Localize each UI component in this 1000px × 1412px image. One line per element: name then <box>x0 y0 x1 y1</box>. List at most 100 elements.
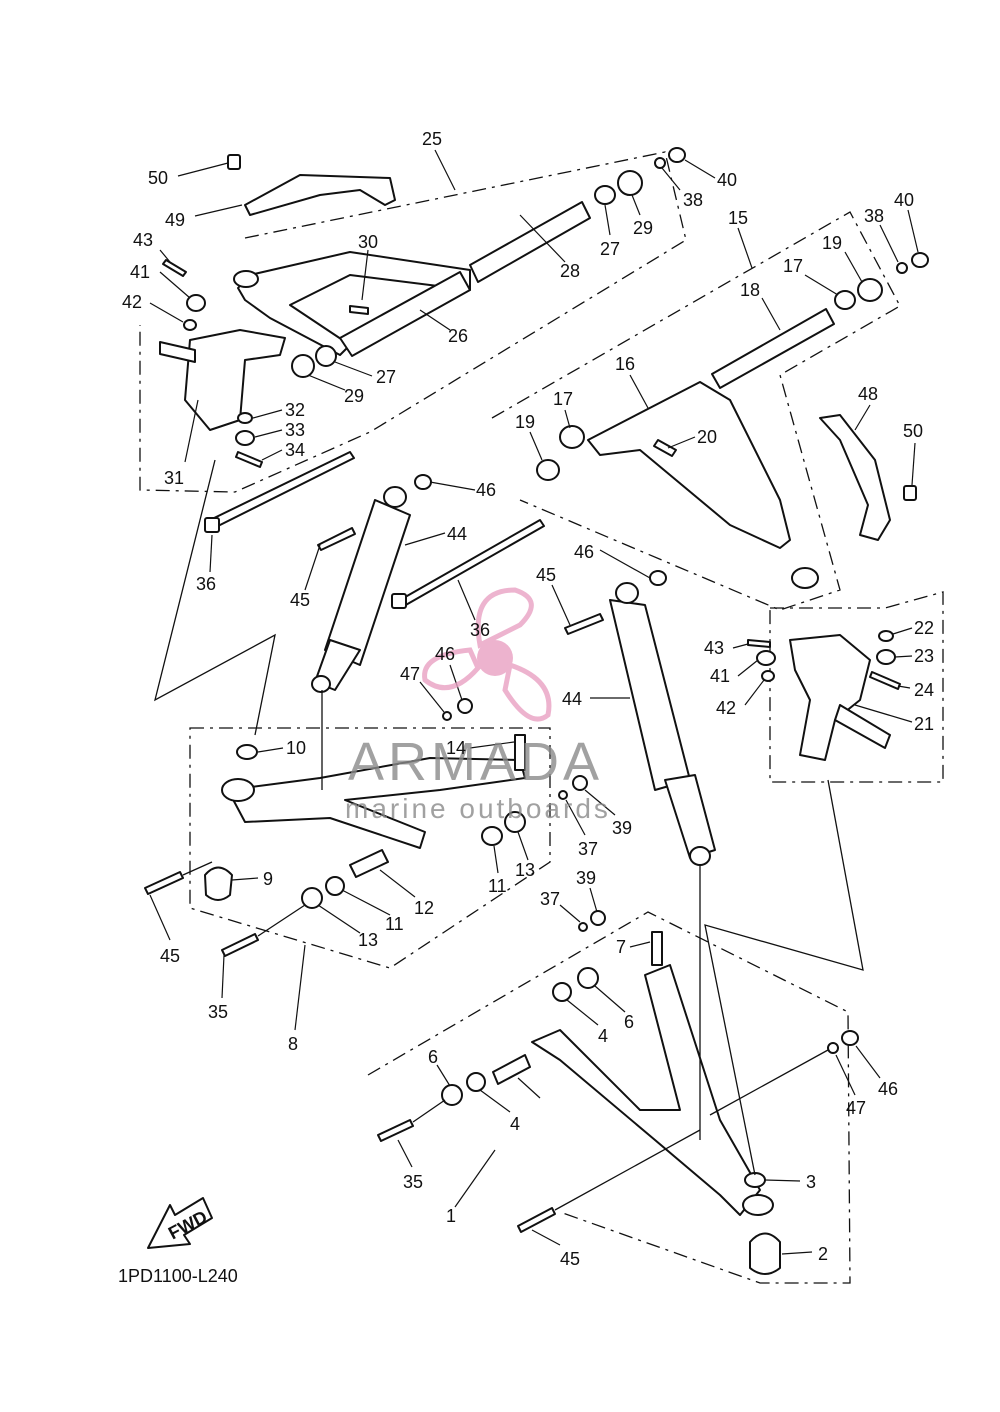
leader-29-top <box>631 194 641 216</box>
part-label: 35 <box>403 1172 423 1192</box>
brake-hose-bracket-left <box>227 154 396 216</box>
part-label: 45 <box>560 1249 580 1269</box>
shock-absorber-right <box>564 570 716 866</box>
guide-line-bolt-47 <box>709 1049 829 1116</box>
leader-46-top <box>429 481 476 491</box>
guide-line-left-knuckle <box>154 459 276 736</box>
part-label: 46 <box>435 644 455 664</box>
part-label: 29 <box>344 386 364 406</box>
leader-32 <box>252 409 283 419</box>
bolt-36-right-head <box>391 593 407 609</box>
leader-13-right <box>517 831 529 861</box>
bushing-29-top <box>617 170 643 196</box>
part-label: 38 <box>683 190 703 210</box>
knuckle-left <box>159 259 286 468</box>
collar-12 <box>349 849 389 878</box>
bushing-17-left <box>559 425 585 449</box>
leader-1 <box>454 1149 496 1208</box>
nut-46-shock-left <box>414 474 432 490</box>
part-label: 41 <box>130 262 150 282</box>
part-label: 17 <box>783 256 803 276</box>
cotter-pin-43-left <box>162 259 187 277</box>
nut-40-right <box>911 252 929 268</box>
leader-37-low <box>559 904 581 923</box>
part-label: 13 <box>515 860 535 880</box>
part-label: 11 <box>385 914 404 934</box>
leader-5 <box>517 1077 541 1099</box>
leader-36-right <box>457 579 476 621</box>
lower-arm-eye-left <box>221 778 255 802</box>
nut-39-mid <box>572 775 588 791</box>
ball-joint-2 <box>749 1232 781 1275</box>
shock-right-top-eye <box>615 582 639 604</box>
bushing-4-low <box>466 1072 486 1092</box>
washer-47-mid <box>442 711 452 721</box>
nut-46-low <box>841 1030 859 1046</box>
leader-46-right <box>599 549 651 579</box>
snap-ring-10 <box>236 744 258 760</box>
part-label: 12 <box>414 898 434 918</box>
part-label: 6 <box>624 1012 634 1032</box>
part-label: 29 <box>633 218 653 238</box>
ball-joint-right-upper <box>791 567 819 589</box>
hose-bracket-48 <box>819 414 891 541</box>
leader-12 <box>379 869 416 898</box>
lower-a-arm-left <box>144 698 588 957</box>
leader-39-mid <box>584 789 616 816</box>
knuckle-right-group-outline <box>769 591 944 783</box>
leader-16 <box>629 374 649 409</box>
part-label: 26 <box>448 326 468 346</box>
leader-23 <box>894 655 913 658</box>
part-label: 47 <box>400 664 420 684</box>
bushing-13-left <box>301 887 323 909</box>
part-label: 40 <box>717 170 737 190</box>
leader-15 <box>737 227 753 269</box>
part-label: 18 <box>740 280 760 300</box>
washer-37-low <box>578 922 588 932</box>
upper-a-arm-right-body <box>587 381 791 549</box>
bushing-17-right <box>834 290 856 310</box>
watermark-brand: ARMADA <box>348 732 603 792</box>
part-label: 33 <box>285 420 305 440</box>
nut-33 <box>235 430 255 446</box>
part-label: 3 <box>806 1172 816 1192</box>
leader-9 <box>231 877 259 881</box>
lower-arm-left-group-outline <box>189 727 551 969</box>
part-label: 48 <box>858 384 878 404</box>
part-label: 7 <box>616 937 626 957</box>
nut-41-left <box>186 294 206 312</box>
leader-50-top <box>177 162 229 177</box>
part-label: 50 <box>903 421 923 441</box>
assembly-guide-lines <box>154 459 864 1211</box>
part-label: 6 <box>428 1047 438 1067</box>
leader-22 <box>892 627 913 635</box>
leader-41-right <box>737 659 759 677</box>
part-label: 39 <box>576 868 596 888</box>
cross-tube-28 <box>469 201 591 283</box>
bushing-6-low <box>441 1084 463 1106</box>
cotter-pin-43-right <box>747 639 771 648</box>
leader-34 <box>261 449 283 461</box>
part-label: 10 <box>286 738 306 758</box>
leader-14 <box>469 741 515 749</box>
part-label: 14 <box>446 738 466 758</box>
part-label: 8 <box>288 1034 298 1054</box>
part-label: 34 <box>285 440 305 460</box>
part-label: 36 <box>196 574 216 594</box>
part-label: 19 <box>515 412 535 432</box>
part-label: 13 <box>358 930 378 950</box>
leader-48 <box>854 404 871 431</box>
watermark-propeller-blade-left <box>422 647 481 691</box>
lower-a-arm-right <box>377 910 859 1275</box>
leader-37-mid <box>565 799 586 836</box>
leader-49 <box>194 204 243 217</box>
leader-38-right <box>879 224 899 263</box>
leader-30 <box>361 249 369 301</box>
grease-fitting-14 <box>514 734 526 771</box>
part-label: 4 <box>598 1026 608 1046</box>
leader-40-top <box>684 159 716 179</box>
washer-42-left <box>183 319 197 331</box>
leader-11-left <box>341 889 391 916</box>
bushing-19-left <box>536 459 560 481</box>
part-label: 41 <box>710 666 730 686</box>
